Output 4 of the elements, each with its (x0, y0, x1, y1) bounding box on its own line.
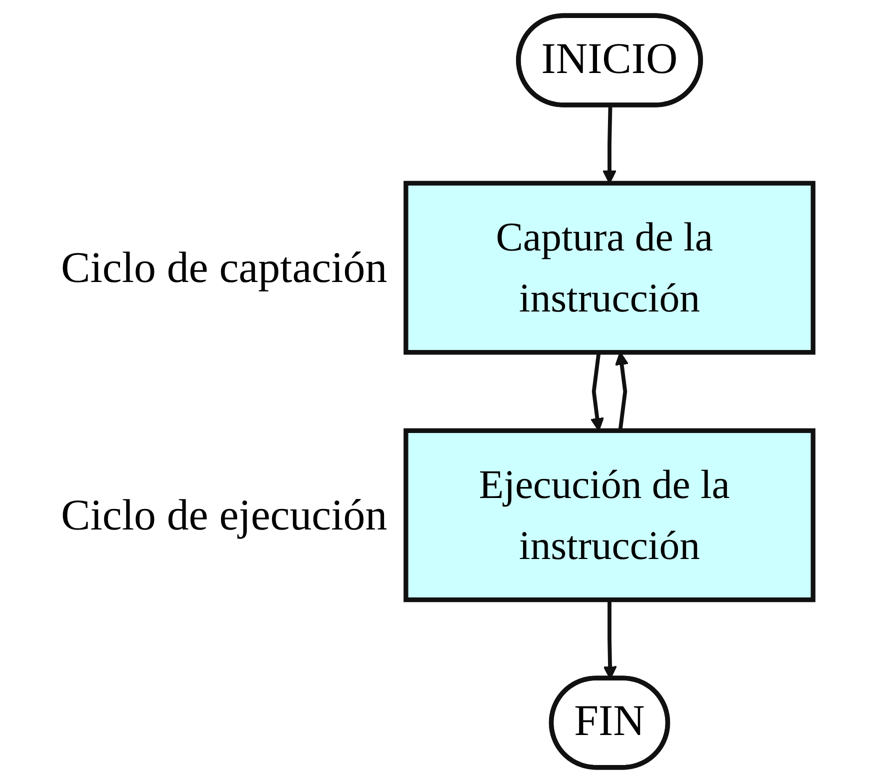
cycle-label: Ciclo de captación (60, 244, 388, 292)
node-box: Ejecución de la instrucción (404, 428, 816, 602)
node-box: Captura de la instrucción (404, 180, 816, 355)
cycle-label: Ciclo de ejecución (60, 491, 388, 540)
